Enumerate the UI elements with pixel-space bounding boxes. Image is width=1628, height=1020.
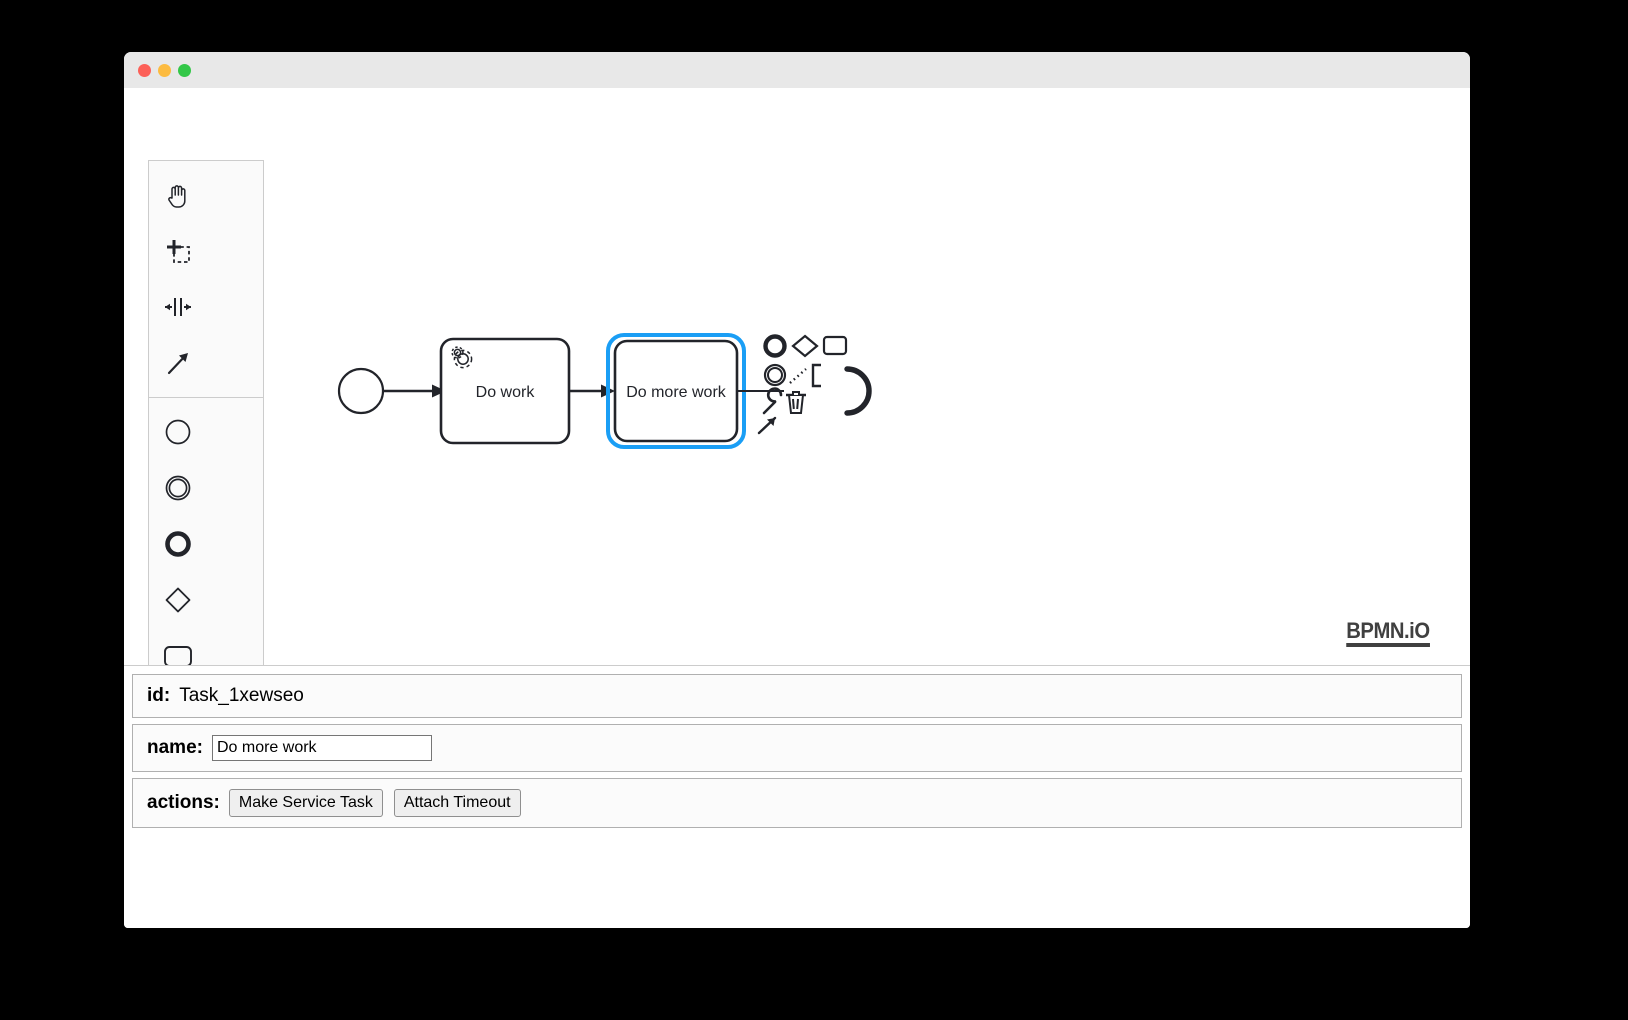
property-row-id: id: Task_1xewseo (132, 674, 1462, 718)
append-task-icon (822, 335, 848, 356)
property-row-actions: actions: Make Service Task Attach Timeou… (132, 778, 1462, 828)
append-gateway-icon (791, 334, 819, 358)
wrench-icon (762, 387, 783, 415)
window-close-button[interactable] (138, 64, 151, 77)
palette-group-elements (149, 397, 263, 665)
name-input[interactable] (211, 735, 432, 761)
bpmn-diagram: Do work Do more work (337, 333, 872, 449)
space-tool-icon[interactable] (149, 279, 207, 335)
bpmn-io-logo[interactable]: BPMN.iO (1346, 620, 1430, 647)
trash-icon (786, 391, 806, 414)
context-pad (757, 334, 872, 435)
property-label-id: id: (147, 685, 171, 706)
gateway-icon[interactable] (149, 572, 207, 628)
global-connect-tool-icon[interactable] (149, 335, 207, 391)
property-value-id: Task_1xewseo (179, 685, 304, 706)
task-icon[interactable] (149, 628, 207, 665)
window-maximize-button[interactable] (178, 64, 191, 77)
bpmn-canvas[interactable]: Do work Do more work (124, 88, 1470, 666)
connect-icon (757, 416, 777, 435)
lasso-tool-icon[interactable] (149, 223, 207, 279)
hand-tool-icon[interactable] (149, 167, 207, 223)
palette-group-tools (149, 161, 263, 397)
attach-timeout-button[interactable]: Attach Timeout (393, 789, 521, 817)
service-task-gear-icon (451, 346, 473, 369)
start-event-icon[interactable] (149, 404, 207, 460)
loop-marker-icon (844, 366, 872, 416)
end-event-icon[interactable] (149, 516, 207, 572)
app-window: Do work Do more work (124, 52, 1470, 928)
start-event-shape (337, 367, 385, 415)
bpmn-palette[interactable] (148, 160, 264, 665)
sequence-flow-1 (383, 384, 446, 398)
service-task-label: Do work (476, 384, 536, 401)
properties-panel: id: Task_1xewseo name: actions: Make Ser… (124, 666, 1470, 928)
window-title-bar (124, 52, 1470, 89)
append-intermediate-event-icon-inner (767, 367, 783, 383)
property-row-name: name: (132, 724, 1462, 772)
property-label-name: name: (147, 737, 203, 758)
task-label: Do more work (626, 384, 727, 401)
intermediate-event-icon[interactable] (149, 460, 207, 516)
window-minimize-button[interactable] (158, 64, 171, 77)
append-text-annotation-icon (789, 363, 821, 388)
append-end-event-icon (763, 334, 787, 358)
make-service-task-button[interactable]: Make Service Task (228, 789, 383, 817)
property-label-actions: actions: (147, 792, 220, 813)
